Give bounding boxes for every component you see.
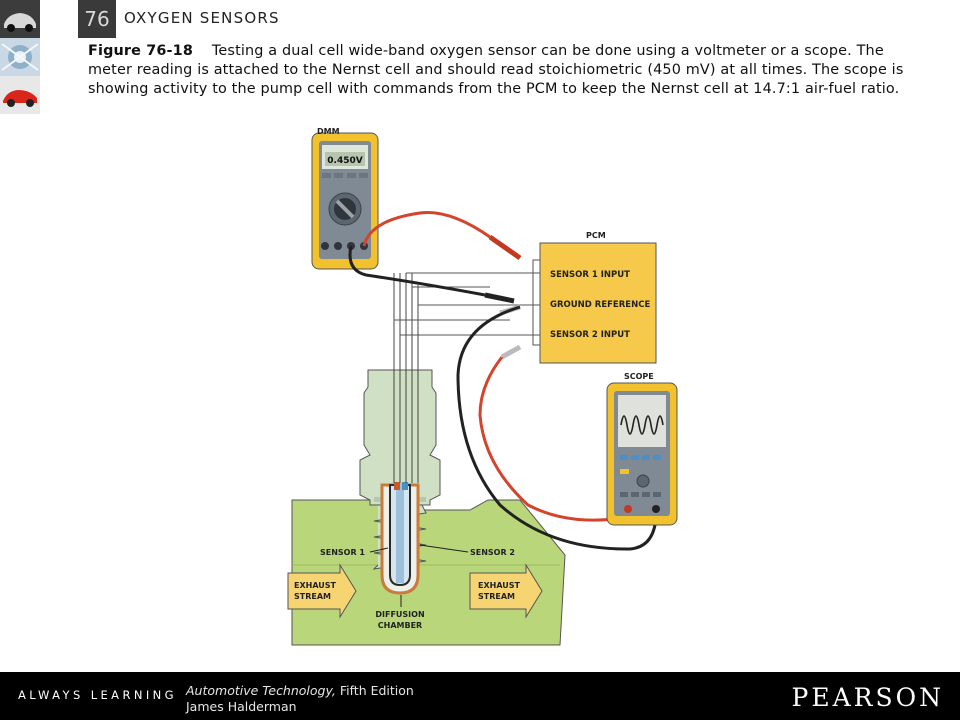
engine-icon — [0, 38, 40, 76]
figure-label: Figure 76-18 — [88, 43, 194, 59]
figure-caption: Figure 76-18 Testing a dual cell wide-ba… — [88, 42, 918, 99]
author-name: James Halderman — [186, 699, 297, 714]
scope-label: SCOPE — [624, 372, 654, 381]
dmm-reading: 0.450V — [327, 156, 362, 166]
exhaust-left-line1: EXHAUST — [294, 581, 337, 590]
wiring-diagram: 0.450V DMM PCM SENSOR 1 INPUT GROUND REF… — [287, 127, 678, 646]
car-thumbnail-2 — [0, 76, 40, 114]
always-learning-tagline: ALWAYS LEARNING — [18, 688, 177, 702]
book-edition: Fifth Edition — [335, 683, 414, 698]
red-car-icon — [0, 76, 40, 114]
thumbnail-strip — [0, 0, 40, 115]
pearson-logo: PEARSON — [791, 683, 944, 712]
book-title: Automotive Technology, — [186, 683, 336, 698]
pcm-input-3: SENSOR 2 INPUT — [550, 330, 630, 340]
car-icon — [0, 0, 40, 38]
diffusion-line2: CHAMBER — [378, 621, 422, 630]
book-credit: Automotive Technology, Fifth Edition Jam… — [186, 683, 414, 715]
pcm-input-2: GROUND REFERENCE — [550, 300, 650, 310]
car-thumbnail-1 — [0, 0, 40, 38]
sensor2-label: SENSOR 2 — [470, 548, 515, 557]
dmm-label: DMM — [317, 127, 340, 136]
chapter-title: OXYGEN SENSORS — [124, 9, 280, 27]
footer-bar — [0, 672, 960, 720]
diffusion-line1: DIFFUSION — [375, 610, 424, 619]
pcm-label: PCM — [586, 231, 606, 240]
exhaust-right-line2: STREAM — [478, 592, 515, 601]
engine-thumbnail — [0, 38, 40, 76]
exhaust-right-line1: EXHAUST — [478, 581, 521, 590]
exhaust-left-line2: STREAM — [294, 592, 331, 601]
pcm-input-1: SENSOR 1 INPUT — [550, 270, 630, 280]
caption-text: Testing a dual cell wide-band oxygen sen… — [88, 43, 904, 97]
chapter-number: 76 — [78, 0, 116, 38]
sensor1-label: SENSOR 1 — [320, 548, 365, 557]
